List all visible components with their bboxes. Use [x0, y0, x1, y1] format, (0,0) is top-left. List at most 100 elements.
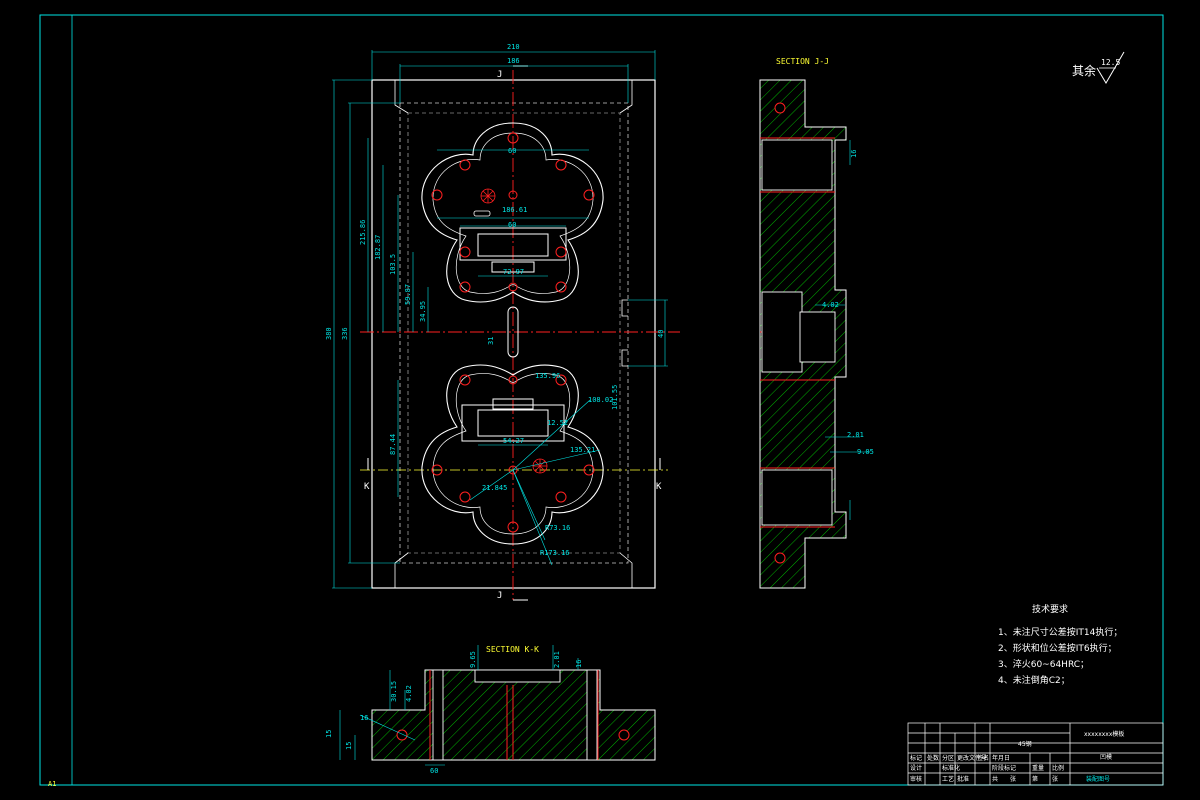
tb-header-1: 处数 [927, 754, 939, 762]
dim-v4: 59.87 [404, 284, 412, 305]
section-jj-dim-lines [815, 140, 870, 520]
section-kk-dim-9: 60 [430, 767, 438, 775]
section-kk-openings [432, 669, 598, 761]
roughness-symbol: 其余 12.5 [1072, 51, 1125, 84]
dim-v6: 31 [487, 337, 495, 345]
tb-row2-2: 批准 [957, 775, 969, 783]
title-block [907, 722, 1164, 786]
corner-pocket-tl [394, 80, 409, 114]
dim-top-w3: 60 [508, 221, 516, 229]
dim-b4: 54.27 [503, 437, 524, 445]
dim-b7: R73.16 [545, 524, 570, 532]
section-jj-dim-4: 9.05 [857, 448, 874, 456]
tb-row-4: 比例 [1052, 764, 1064, 772]
small-slot-upper [473, 210, 491, 217]
roughness-value: 12.5 [1101, 58, 1120, 67]
lower-punch-opening [461, 398, 565, 442]
section-kk-dim-2: 2.01 [553, 651, 561, 668]
dim-v5: 34.95 [419, 301, 427, 322]
section-mark-j-top: J [497, 70, 502, 80]
dim-b3: 12.52 [547, 419, 568, 427]
section-kk-title: SECTION K-K [486, 645, 539, 654]
tb-row2-4: 张 [1010, 775, 1016, 783]
section-jj-dim-3: 2.01 [847, 431, 864, 439]
lower-holes [431, 374, 595, 533]
dim-b8: R173.16 [540, 549, 570, 557]
vent-star-lower [532, 458, 548, 474]
hidden-inner-outline [399, 102, 629, 564]
tb-part-name: xxxxxxxx模板 [1084, 730, 1124, 738]
section-kk-dim-5: 4.02 [405, 685, 413, 702]
section-jj-openings [761, 139, 836, 526]
section-kk-view: SECTION K-K 9.65 2.01 16 [325, 645, 656, 775]
section-kk-dim-lines [339, 645, 579, 766]
dim-v3: 103.5 [389, 254, 397, 275]
tb-row2-0: 审核 [910, 775, 922, 783]
tech-req-title: 技术要求 [1032, 603, 1068, 615]
sheet-inner-frame [71, 14, 1164, 786]
dim-top-w2: 186.61 [502, 206, 527, 214]
section-mark-k-left: K [364, 482, 370, 492]
section-kk-holes [396, 670, 630, 760]
dim-height-outer: 380 [325, 327, 333, 340]
tech-req-item-2: 2、形状和位公差按IT6执行； [998, 642, 1117, 654]
title-block-texts: 45钢 xxxxxxxx模板 凹模 装配图号 标记 处数 分区 更改文件号 签名… [910, 730, 1124, 783]
tb-row-3: 重量 [1032, 764, 1044, 772]
dim-v1: 215.86 [359, 220, 367, 245]
upper-punch-opening [459, 227, 567, 273]
tb-row-0: 设计 [910, 764, 922, 772]
center-slot [507, 306, 519, 358]
side-notches [621, 299, 628, 367]
dim-b1: 135.96 [535, 372, 560, 380]
tb-header-4: 签名 [977, 754, 989, 762]
plate-outline [371, 79, 656, 589]
dim-height-inner: 336 [341, 327, 349, 340]
tech-req-item-1: 1、未注尺寸公差按IT14执行； [998, 626, 1122, 638]
dim-width-inner: 186 [507, 57, 520, 65]
tb-header-5: 年月日 [992, 754, 1010, 762]
section-kk-dim-8: 15 [345, 742, 353, 750]
dim-v9: 101.55 [611, 385, 619, 410]
tb-row2-1: 工艺 [942, 775, 954, 783]
dim-width-outer: 210 [507, 43, 520, 51]
tb-material: 45钢 [1018, 740, 1032, 748]
plan-dimension-texts: 210 186 380 336 215.86 182.87 103.5 59.8… [325, 43, 665, 557]
dim-b6: 21.845 [482, 484, 507, 492]
tech-req-item-4: 4、未注倒角C2； [998, 674, 1070, 686]
corner-pocket-bl [394, 552, 409, 588]
tb-drawing-no: 装配图号 [1086, 775, 1110, 783]
tb-row-1: 标准化 [942, 764, 960, 772]
tech-req-item-3: 3、淬火60~64HRC； [998, 658, 1089, 670]
dim-b2: 108.02 [588, 396, 613, 404]
upper-flower-cavity [421, 122, 604, 303]
tb-header-0: 标记 [910, 754, 922, 762]
dim-v8: 40 [657, 330, 665, 338]
section-kk-dim-1: 9.65 [469, 651, 477, 668]
roughness-label: 其余 [1072, 63, 1096, 78]
section-jj-hole-bottom [774, 552, 786, 564]
dim-top-w1: 60 [508, 147, 516, 155]
plan-dimension-lines [332, 50, 668, 589]
upper-holes [431, 132, 595, 293]
section-jj-dim-1: 16 [850, 150, 858, 158]
tech-requirements: 技术要求 1、未注尺寸公差按IT14执行； 2、形状和位公差按IT6执行； 3、… [998, 603, 1122, 686]
roughness-check-icon [1096, 51, 1125, 84]
section-jj-dim-2: 4.02 [822, 301, 839, 309]
section-jj-view: SECTION J-J 16 4.02 2.0 [759, 57, 874, 589]
tb-row2-3: 共 [992, 775, 998, 783]
section-mark-j-bottom: J [497, 591, 502, 601]
section-kk-dim-3: 16 [575, 660, 583, 668]
section-jj-title: SECTION J-J [776, 57, 829, 66]
vent-star-upper [480, 188, 496, 204]
section-kk-dim-6: 16 [360, 714, 368, 722]
tb-row2-5: 第 [1032, 775, 1038, 783]
tb-header-2: 分区 [942, 754, 954, 762]
lower-flower-cavity [421, 364, 604, 545]
section-jj-hole-top [774, 102, 786, 114]
section-kk-dim-7: 15 [325, 730, 333, 738]
sheet-corner-label: A1 [48, 780, 56, 788]
dim-v2: 182.87 [374, 235, 382, 260]
tb-weight: 凹模 [1100, 753, 1112, 761]
tb-header-3: 更改文件号 [957, 754, 987, 762]
